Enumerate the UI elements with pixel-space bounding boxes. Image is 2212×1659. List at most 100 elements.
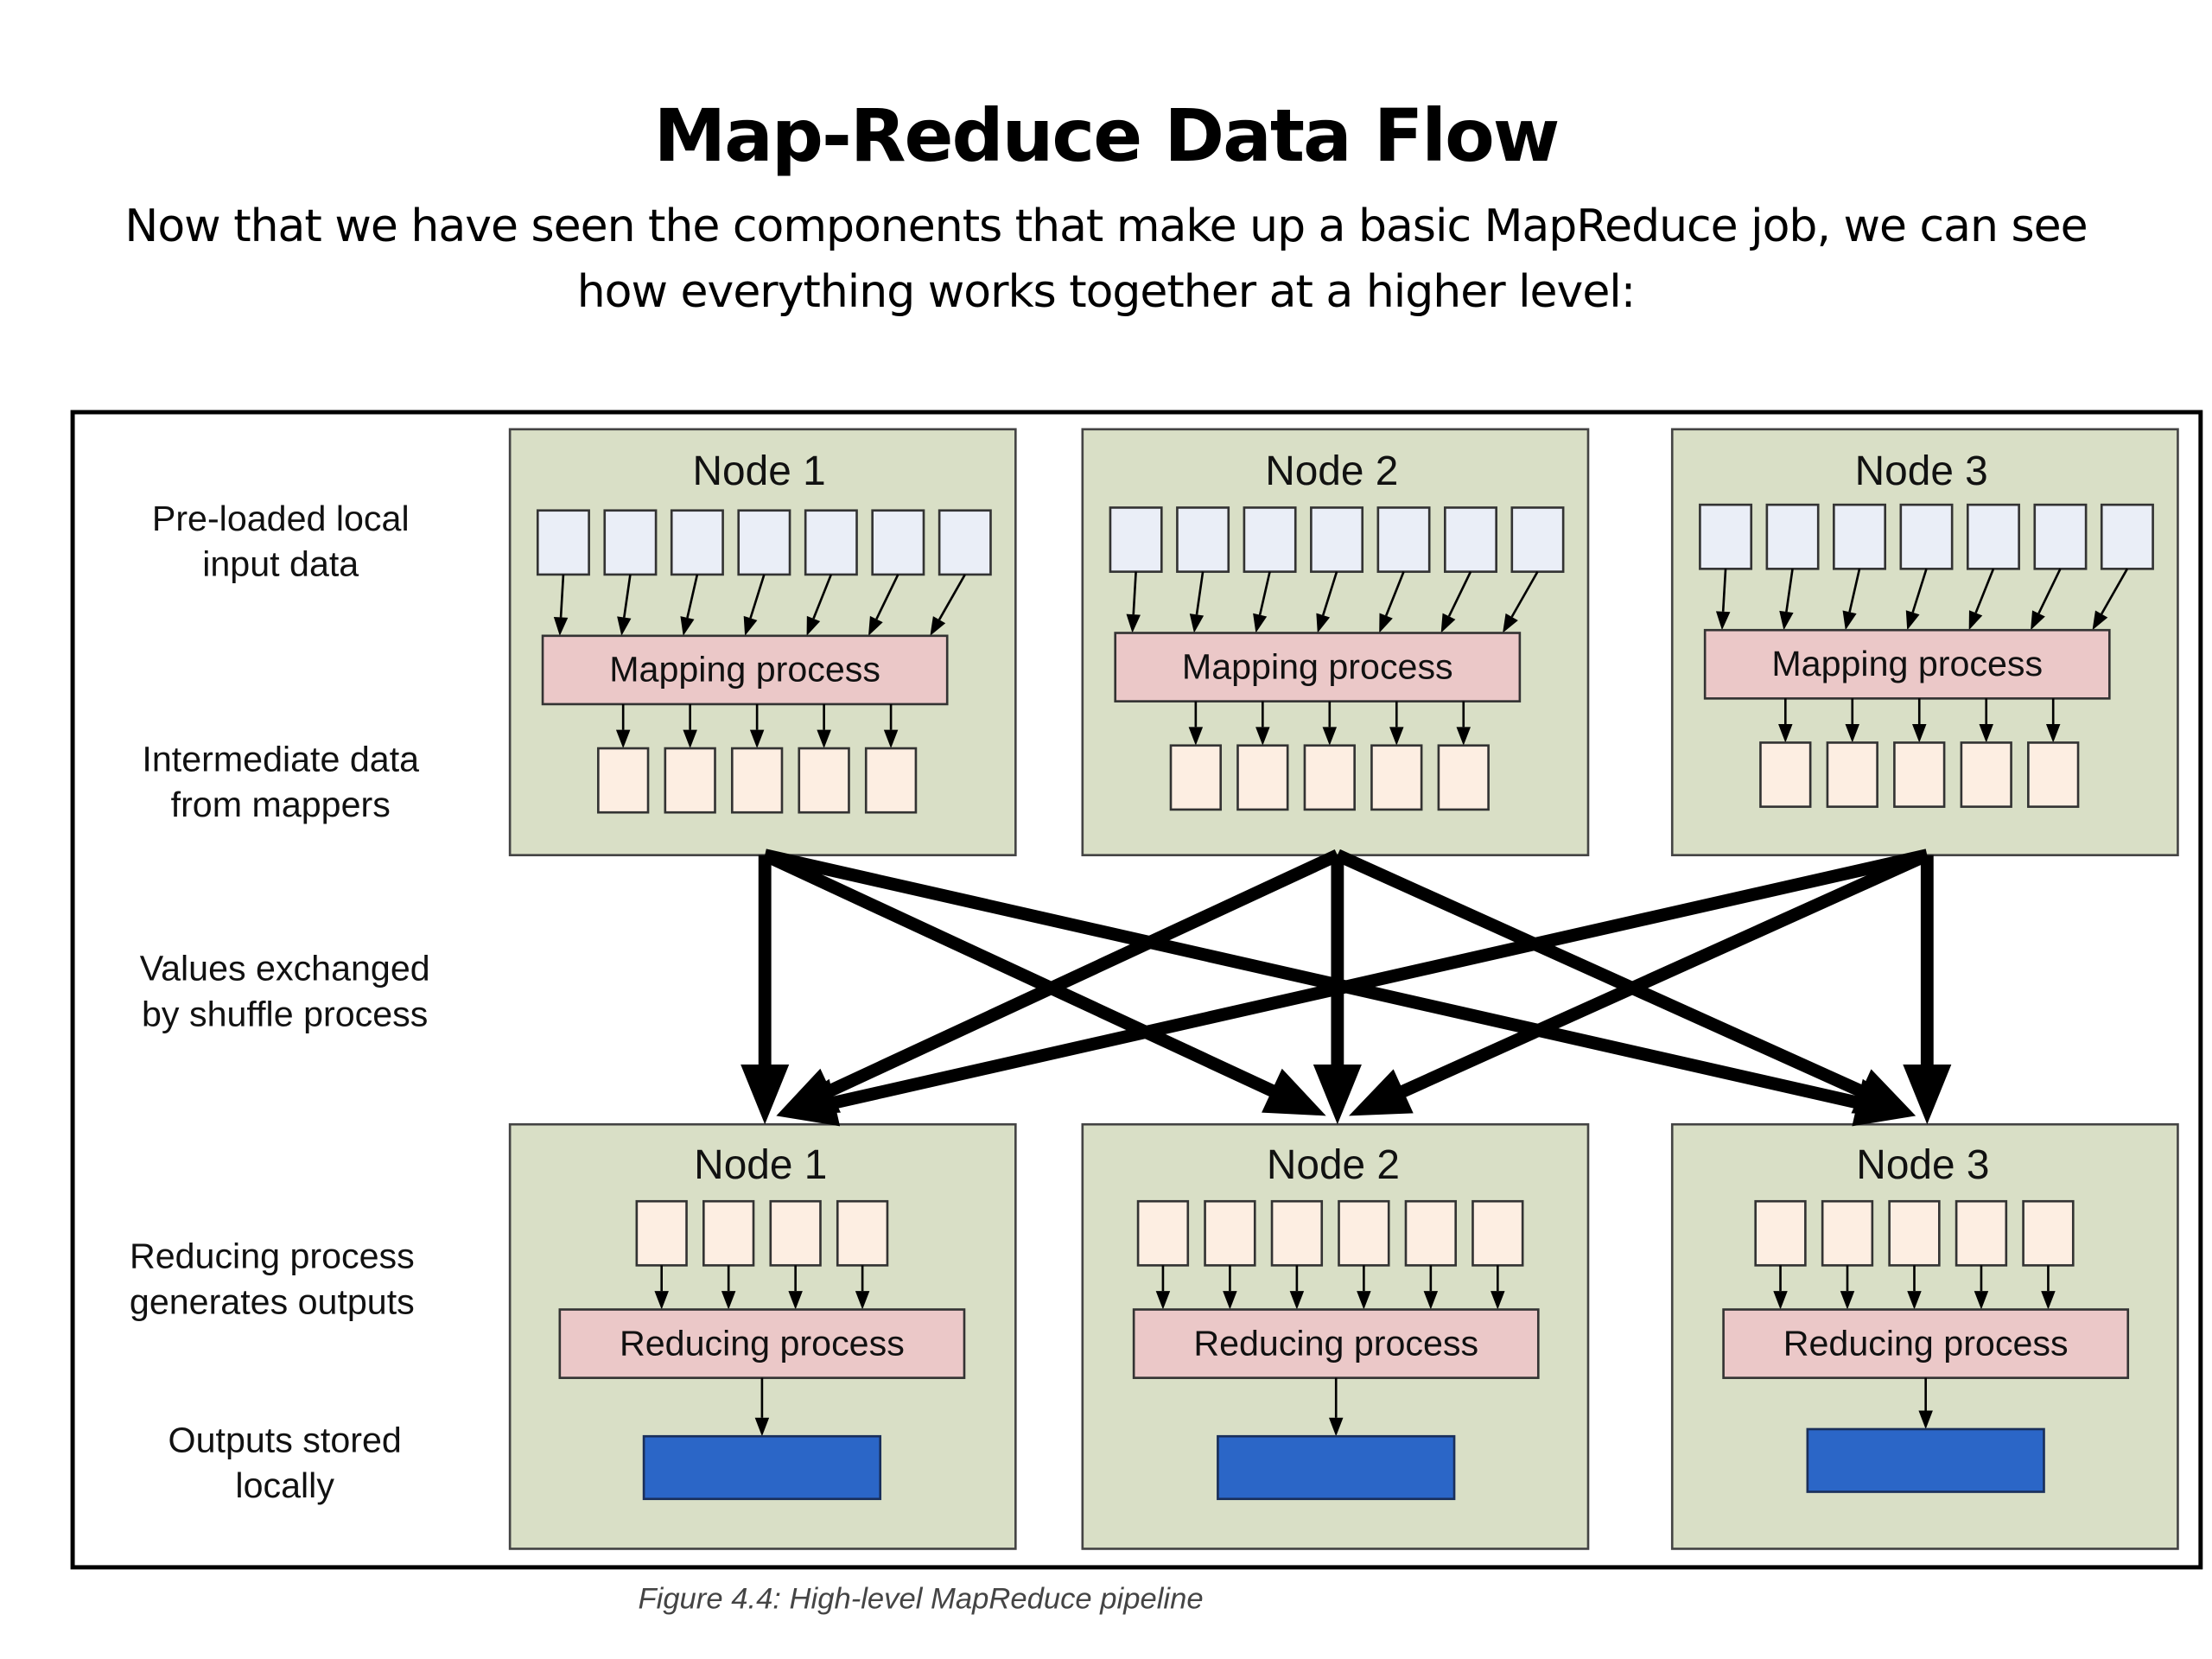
- small-arrow: [1503, 570, 1539, 633]
- stage-label-line1: Pre-loaded local: [152, 499, 410, 538]
- small-arrow: [817, 703, 831, 749]
- small-arrow: [1912, 698, 1927, 743]
- reduce-input-block: [1204, 1199, 1256, 1267]
- map-node-2: Node 2 Mapping process: [1081, 428, 1590, 856]
- input-data-block: [1966, 503, 2020, 570]
- small-arrow: [2041, 1265, 2056, 1310]
- map-node-1: Node 1 Mapping process: [508, 428, 1017, 856]
- input-data-block: [1109, 506, 1163, 573]
- reduce-input-block: [1955, 1199, 2008, 1267]
- reducing-process-box: [558, 1308, 966, 1379]
- intermediate-data-block: [1826, 741, 1878, 808]
- reduce-input-block: [1821, 1199, 1874, 1267]
- node-title: Node 1: [693, 448, 826, 494]
- stage-label-line2: by shuffle process: [142, 994, 428, 1033]
- small-arrow: [1188, 701, 1204, 746]
- intermediate-data-block: [1303, 744, 1356, 811]
- small-arrow: [553, 574, 569, 636]
- mapping-process-label: Mapping process: [609, 650, 880, 690]
- small-arrow: [1779, 569, 1794, 631]
- small-arrow: [806, 574, 833, 636]
- small-arrow: [1255, 701, 1270, 746]
- output-data-block: [1806, 1427, 2045, 1493]
- input-data-block: [2033, 503, 2088, 570]
- small-arrow: [654, 1265, 669, 1310]
- input-data-block: [1699, 503, 1753, 570]
- input-data-block: [1833, 503, 1887, 570]
- node-title: Node 3: [1856, 1142, 1989, 1188]
- small-arrow: [1389, 701, 1404, 746]
- output-data-block: [1217, 1434, 1456, 1501]
- input-data-block: [938, 509, 992, 576]
- mapping-process-box: [1114, 632, 1522, 702]
- output-data-block: [642, 1434, 882, 1501]
- stage-label-line1: Outputs stored: [168, 1420, 402, 1459]
- small-arrow: [1918, 1377, 1933, 1429]
- input-data-block: [536, 509, 590, 576]
- small-arrow: [1968, 568, 1995, 631]
- small-arrow: [743, 574, 766, 636]
- small-arrow: [2031, 568, 2062, 631]
- reducing-process-box: [1722, 1308, 2130, 1379]
- reduce-input-block: [836, 1199, 889, 1267]
- reduce-input-block: [1471, 1199, 1524, 1267]
- shuffle-arrows: [741, 849, 1952, 1127]
- input-data-block: [1899, 503, 1954, 570]
- intermediate-data-block: [597, 747, 650, 814]
- reduce-input-block: [769, 1199, 822, 1267]
- node-title: Node 2: [1267, 1142, 1400, 1188]
- small-arrow: [1126, 571, 1141, 633]
- small-arrow: [1379, 571, 1405, 633]
- intermediate-data-block: [798, 747, 850, 814]
- input-data-block: [670, 509, 724, 576]
- input-data-block: [1310, 506, 1364, 573]
- reduce-input-block: [1338, 1199, 1390, 1267]
- reduce-input-block: [702, 1199, 755, 1267]
- slide-subtitle: Now that we have seen the components tha…: [124, 200, 2088, 318]
- reduce-input-block: [1404, 1199, 1458, 1267]
- intermediate-data-block: [730, 747, 784, 814]
- reduce-input-block: [1270, 1199, 1324, 1267]
- small-arrow: [1189, 571, 1205, 633]
- map-nodes: Node 1 Mapping process Node 2 Mapping proce…: [508, 428, 2179, 856]
- shuffle-arrow-3-to-3: [1903, 855, 1952, 1125]
- input-data-block: [1510, 506, 1565, 573]
- input-data-block: [1176, 506, 1230, 573]
- shuffle-arrow-3-to-1: [776, 849, 1929, 1127]
- reducing-process-label: Reducing process: [1783, 1323, 2069, 1363]
- stage-label-line2: locally: [235, 1465, 334, 1505]
- node-title: Node 2: [1265, 448, 1398, 494]
- small-arrow: [721, 1265, 736, 1310]
- small-arrow: [1840, 1265, 1855, 1310]
- node-title: Node 3: [1855, 448, 1988, 494]
- shuffle-arrow-2-to-3: [1334, 849, 1916, 1116]
- intermediate-data-block: [1169, 744, 1223, 811]
- small-arrow: [2045, 698, 2061, 743]
- input-data-block: [737, 509, 791, 576]
- shuffle-arrow-2-to-2: [1313, 855, 1362, 1125]
- small-arrow: [1253, 571, 1271, 633]
- small-arrow: [1842, 569, 1861, 631]
- input-data-block: [1243, 506, 1297, 573]
- shuffle-arrow-1-to-2: [762, 849, 1326, 1116]
- reduce-input-block: [1754, 1199, 1807, 1267]
- stage-label-line1: Intermediate data: [142, 739, 419, 779]
- stage-label-line2: from mappers: [171, 785, 391, 824]
- small-arrow: [1357, 1265, 1371, 1310]
- small-arrow: [1715, 569, 1731, 631]
- intermediate-data-block: [1893, 741, 1946, 808]
- small-arrow: [1905, 568, 1928, 631]
- small-arrow: [883, 703, 899, 749]
- shuffle-arrow-3-to-2: [1349, 849, 1930, 1116]
- input-data-block: [2100, 503, 2154, 570]
- mapping-process-label: Mapping process: [1182, 646, 1453, 686]
- small-arrow: [1316, 571, 1338, 633]
- small-arrow: [930, 574, 966, 636]
- node-title: Node 1: [694, 1142, 827, 1188]
- small-arrow: [1423, 1265, 1439, 1310]
- small-arrow: [1223, 1265, 1237, 1310]
- small-arrow: [680, 574, 699, 636]
- small-arrow: [1440, 571, 1472, 633]
